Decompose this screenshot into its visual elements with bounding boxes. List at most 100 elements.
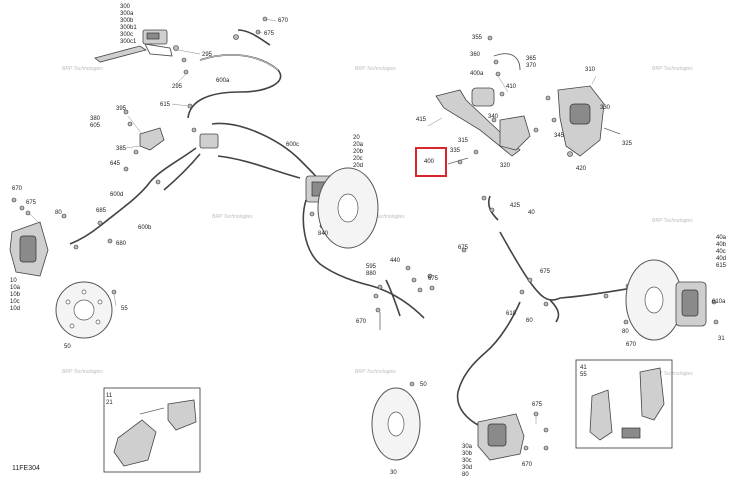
callout-600d: 600d: [110, 192, 123, 198]
callout-295: 295: [202, 52, 213, 58]
callout-10c: 10c: [10, 299, 20, 305]
callout-295: 295: [172, 84, 183, 90]
callout-880: 880: [366, 271, 377, 277]
callout-10b: 10b: [10, 292, 21, 298]
callout-675: 675: [264, 31, 275, 37]
front-master-cylinder: [94, 29, 201, 85]
rear-left-caliper: [477, 411, 549, 461]
callout-30d: 80: [462, 472, 469, 478]
junction-block: [171, 103, 219, 149]
callout-670: 31: [718, 336, 725, 342]
callout-315: 335: [450, 148, 461, 154]
watermark: BRP Technologies: [212, 214, 253, 220]
callout-615: 615: [160, 102, 171, 108]
callout-340: 345: [554, 133, 565, 139]
callout-300: 300: [120, 4, 131, 10]
front-left-disc: [55, 281, 117, 339]
rear-right-caliper: [675, 281, 719, 327]
watermark: BRP Technologies: [364, 214, 405, 220]
rear-brake-pedal: [427, 89, 531, 165]
callout-55: 55: [121, 306, 128, 312]
callout-425: 40: [528, 210, 535, 216]
callout-310: 330: [600, 105, 611, 111]
callout-420: 425: [510, 203, 521, 209]
callout-300c1: 300c1: [120, 39, 137, 45]
callout-300b1: 300b1: [120, 25, 137, 31]
callout-395: 395: [116, 106, 127, 112]
hose-600c: [211, 122, 323, 185]
callout-20b: 20b: [353, 149, 364, 155]
bracket-380: [123, 109, 165, 151]
hose-600a: [187, 16, 282, 119]
callout-41: 55: [580, 372, 587, 378]
callout-300b: 300b: [120, 18, 134, 24]
callout-360: 365: [526, 56, 537, 62]
callout-615: 675: [540, 269, 551, 275]
watermark: BRP Technologies: [652, 66, 693, 72]
callout-385: 385: [116, 146, 127, 152]
rear-right-disc: [625, 259, 683, 341]
callout-680: 680: [116, 241, 127, 247]
callout-400a: 410: [506, 84, 517, 90]
callout-610a: 610: [506, 311, 517, 317]
callout-675: 675: [26, 200, 37, 206]
callout-40c: 40d: [716, 256, 726, 262]
callout-11: 11: [106, 393, 113, 399]
callout-labels: 300 300a 300b 300b1 300c 300c1 670 675 2…: [10, 4, 727, 478]
callout-50: 30: [390, 470, 397, 476]
callout-670: 670: [356, 319, 367, 325]
callout-50: 50: [64, 344, 71, 350]
callout-325: 420: [576, 166, 587, 172]
callout-410: 310: [585, 67, 596, 73]
watermark: BRP Technologies: [355, 369, 396, 375]
callout-685: 685: [96, 208, 107, 214]
watermark: BRP Technologies: [62, 369, 103, 375]
callout-20d: 20d: [353, 163, 363, 169]
callout-20: 20: [353, 135, 360, 141]
pad-kit-box-31: [575, 359, 673, 449]
callout-40b: 40c: [716, 249, 726, 255]
callout-345: 315: [458, 138, 469, 144]
front-left-caliper: [9, 197, 49, 277]
callout-20a: 20a: [353, 142, 364, 148]
callout-80: 80: [55, 210, 62, 216]
callout-605: 605: [90, 123, 101, 129]
callout-40a: 40b: [716, 242, 727, 248]
callout-40: 40a: [716, 235, 727, 241]
callout-335: 400: [424, 159, 435, 165]
pedal-bracket: [533, 75, 621, 157]
callout-380: 380: [90, 116, 101, 122]
highlight-callout-335: [415, 147, 447, 177]
callout-21: 21: [106, 400, 113, 406]
callout-330: 415: [416, 117, 427, 123]
rear-disc: [371, 381, 421, 461]
watermark: BRP Technologies: [355, 66, 396, 72]
callout-370: 400a: [470, 71, 484, 77]
pad-kit-box-11: [103, 387, 201, 473]
callout-610: 60: [526, 318, 533, 324]
callout-30: 30a: [462, 444, 473, 450]
callout-31: 41: [580, 365, 587, 371]
callout-30b: 30c: [462, 458, 472, 464]
callout-10: 10: [10, 278, 17, 284]
callout-600c: 600c: [286, 142, 299, 148]
hose-front-right-lower: [302, 199, 435, 330]
callout-300a: 300a: [120, 11, 134, 17]
callout-30c: 30d: [462, 465, 472, 471]
watermark: BRP Technologies: [652, 218, 693, 224]
callout-10a: 10a: [10, 285, 21, 291]
callout-365: 370: [526, 63, 537, 69]
callout-20c: 20c: [353, 156, 363, 162]
callout-40d: 615: [716, 263, 727, 269]
callout-400: 320: [500, 163, 511, 169]
callout-675: 675: [428, 276, 439, 282]
callout-440: 440: [390, 258, 401, 264]
callout-675: 675: [458, 245, 469, 251]
callout-675: 670: [522, 462, 533, 468]
watermark: BRP Technologies: [652, 371, 693, 377]
callout-55: 50: [420, 382, 427, 388]
watermark: BRP Technologies: [62, 66, 103, 72]
callout-675: 610a: [712, 299, 726, 305]
callout-80: 670: [626, 342, 637, 348]
callout-30a: 30b: [462, 451, 473, 457]
